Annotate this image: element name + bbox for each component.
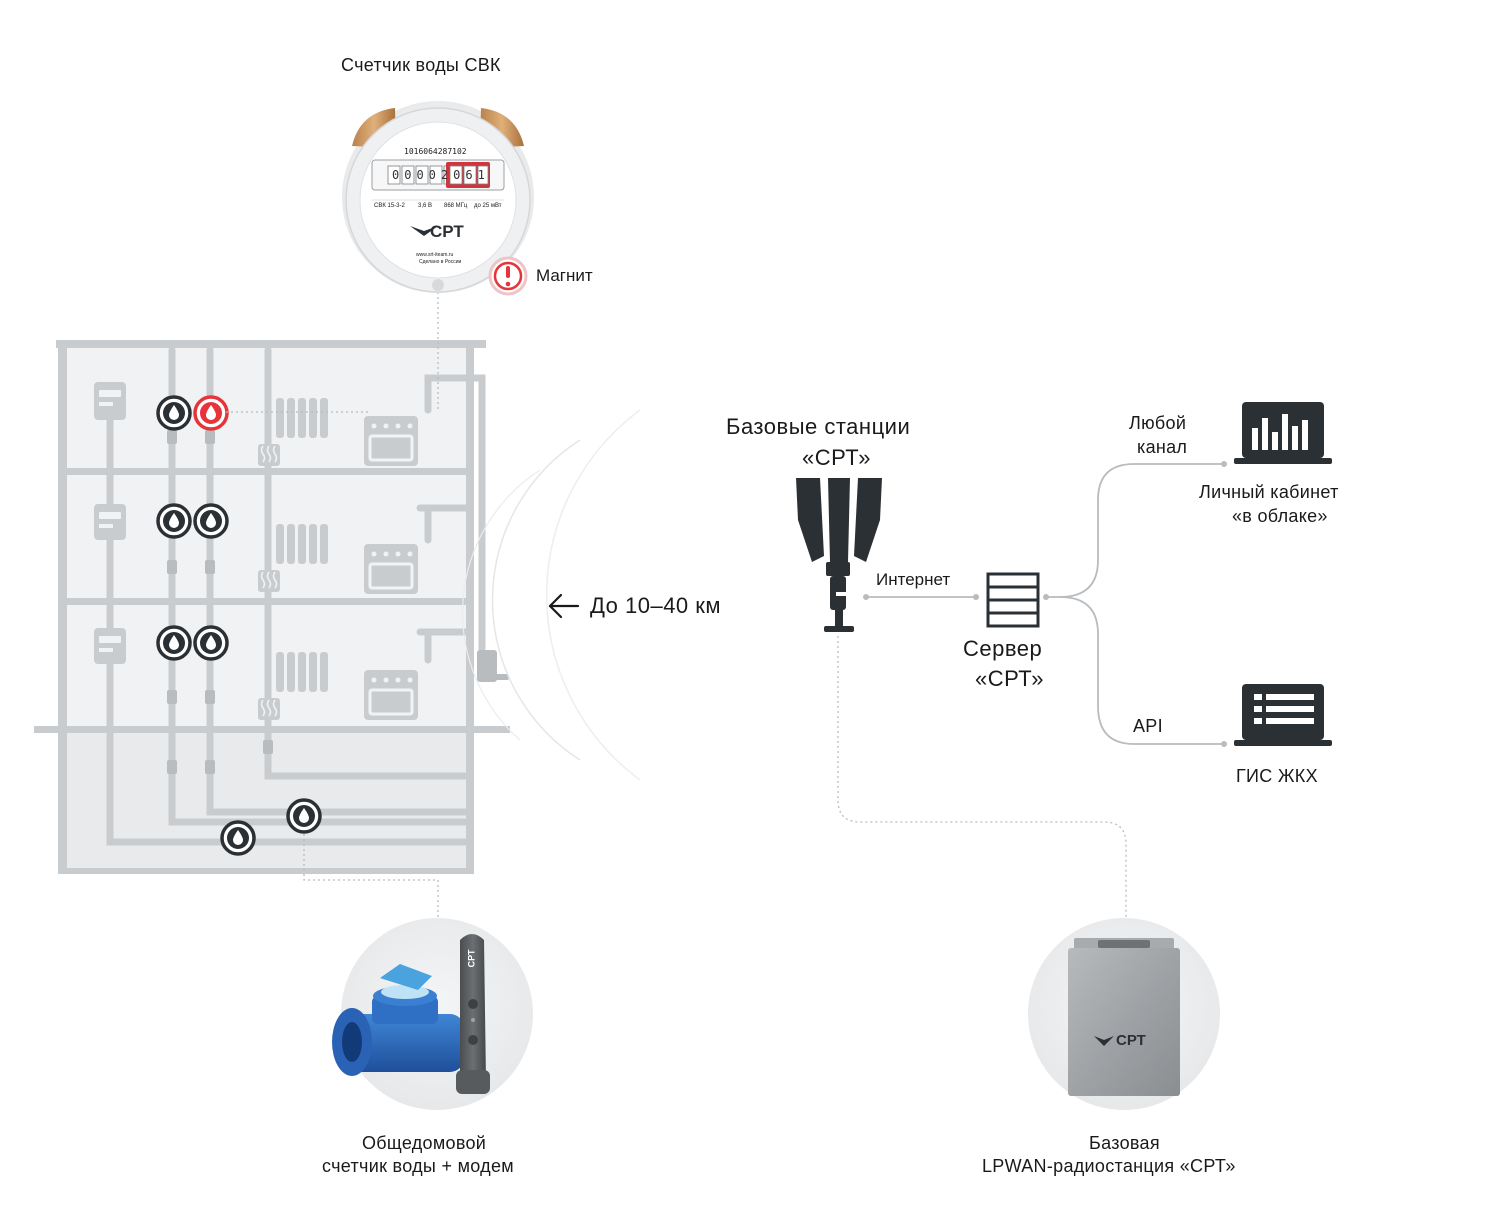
- radio-station-photo: [1028, 918, 1220, 1110]
- any-channel-line2: канал: [1137, 437, 1188, 457]
- arrow-left-icon: [548, 593, 580, 619]
- water-meter-icon: [193, 503, 229, 539]
- radiator-icon: [276, 524, 328, 564]
- magnet-alert-icon: [488, 256, 528, 296]
- common-meter-caption-line1: Общедомовой: [362, 1133, 487, 1153]
- meter-model: СВК 15-3-2: [374, 203, 405, 209]
- meter-power: до 25 мВт: [474, 203, 502, 209]
- radiator-icon: [276, 652, 328, 692]
- base-stations-title-line1: Базовые станции: [726, 414, 911, 439]
- water-meter-icon: [156, 503, 192, 539]
- meter-site: www.srt-iteam.ru: [416, 252, 454, 258]
- common-meter-photo: [332, 918, 533, 1110]
- modem-brand: СРТ: [466, 949, 477, 968]
- common-meter-caption-line2: счетчик воды + модем: [322, 1156, 514, 1176]
- internet-label: Интернет: [876, 570, 951, 589]
- water-meter-icon: [193, 625, 229, 661]
- any-channel-line1: Любой: [1129, 413, 1187, 433]
- cloud-cabinet-line2: «в облаке»: [1232, 506, 1328, 526]
- heat-meter-icon: [258, 570, 280, 592]
- meter-frequency: 868 МГц: [444, 203, 468, 209]
- meter-digits: 00002061: [392, 168, 490, 182]
- water-meter-icon-alert: [193, 395, 229, 431]
- electric-meter-icon: [94, 628, 126, 664]
- radio-station-caption-line2: LPWAN-радиостанция «СРТ»: [982, 1156, 1236, 1176]
- water-meter-icon: [286, 798, 322, 834]
- api-label: API: [1133, 716, 1163, 736]
- meter-brand: СРТ: [430, 222, 464, 241]
- electric-meter-icon: [94, 504, 126, 540]
- heat-meter-icon: [258, 698, 280, 720]
- branch-lines: [1043, 461, 1227, 747]
- pipe-joints: [167, 430, 509, 774]
- station-brand: СРТ: [1116, 1032, 1146, 1049]
- water-meter-photo: [342, 101, 534, 293]
- water-meter-icon: [156, 625, 192, 661]
- server-icon: [986, 572, 1040, 628]
- water-meter-title: Счетчик воды СВК: [341, 55, 501, 75]
- water-meter-icon: [220, 820, 256, 856]
- radio-waves: [461, 409, 641, 781]
- pipes: [106, 346, 486, 846]
- gis-laptop-icon: [1234, 684, 1332, 746]
- internet-connection-line: [863, 594, 979, 600]
- distance-label: До 10–40 км: [590, 593, 722, 618]
- gas-stove-icon: [364, 544, 418, 594]
- radio-station-caption-line1: Базовая: [1089, 1133, 1160, 1153]
- server-title-line2: «СРТ»: [975, 666, 1045, 691]
- radiator-icon: [276, 398, 328, 438]
- gis-label: ГИС ЖКХ: [1236, 766, 1318, 786]
- connector-lines: [226, 292, 1127, 918]
- gas-stove-icon: [364, 416, 418, 466]
- water-meter-icon: [156, 395, 192, 431]
- heat-meter-icon: [258, 444, 280, 466]
- meter-voltage: 3,6 В: [418, 203, 433, 209]
- server-title-line1: Сервер: [963, 636, 1043, 661]
- building: [34, 340, 510, 874]
- base-stations-title-line2: «СРТ»: [802, 445, 872, 470]
- base-station-antenna-icon: [796, 478, 882, 632]
- dashboard-laptop-icon: [1234, 402, 1332, 464]
- meter-serial: 1016064287102: [404, 147, 467, 156]
- gas-stove-icon: [364, 670, 418, 720]
- electric-meter-icon: [94, 382, 126, 420]
- meter-made-in: Сделано в России: [419, 259, 462, 265]
- magnet-label: Магнит: [536, 266, 593, 285]
- cloud-cabinet-line1: Личный кабинет: [1199, 482, 1339, 502]
